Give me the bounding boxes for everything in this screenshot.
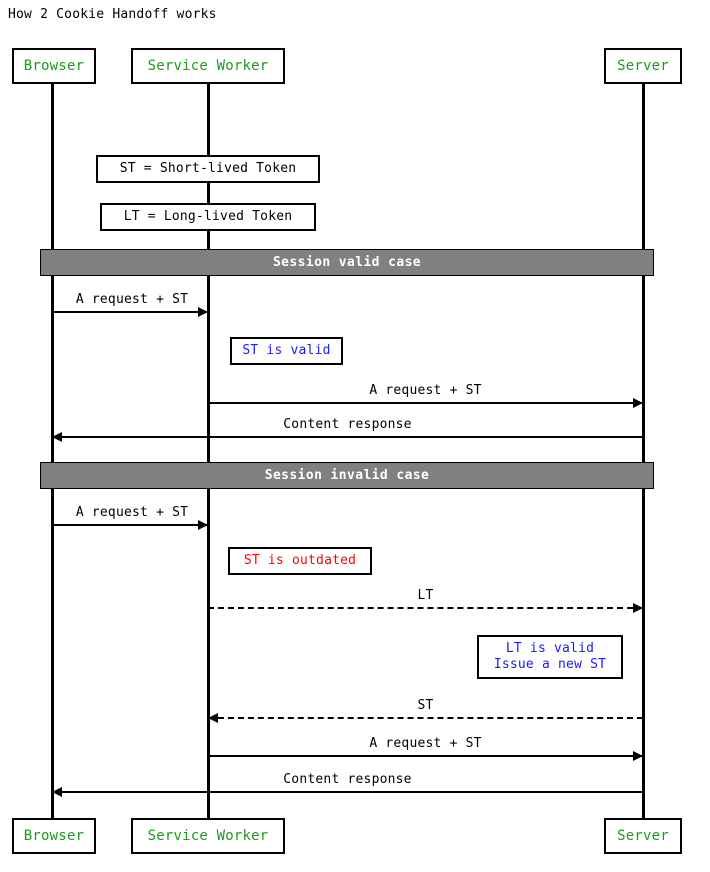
lifeline-browser (51, 84, 54, 818)
message-label: A request + ST (75, 292, 189, 307)
participant-server-top: Server (604, 48, 682, 84)
note-line: ST = Short-lived Token (119, 160, 297, 176)
arrow-head-left-icon (52, 787, 62, 797)
participant-server-bottom: Server (604, 818, 682, 854)
participant-worker-top: Service Worker (131, 48, 285, 84)
participant-browser-top: Browser (12, 48, 96, 84)
message-line (52, 524, 208, 526)
lifeline-worker (207, 84, 210, 818)
participant-label: Service Worker (147, 828, 269, 844)
arrow-head-right-icon (198, 307, 208, 317)
lifeline-server (642, 84, 645, 818)
message-label: A request + ST (75, 505, 189, 520)
arrow-head-right-icon (198, 520, 208, 530)
message-label: ST (417, 698, 434, 713)
arrow-head-right-icon (633, 751, 643, 761)
participant-label: Server (617, 58, 669, 74)
message-line (208, 607, 643, 609)
divider-session-invalid: Session invalid case (40, 462, 654, 489)
message-label: Content response (283, 772, 412, 787)
message-line (208, 402, 643, 404)
divider-label: Session valid case (272, 255, 422, 270)
divider-session-valid: Session valid case (40, 249, 654, 276)
message-label: A request + ST (369, 736, 482, 751)
message-line (52, 436, 643, 438)
participant-browser-bottom: Browser (12, 818, 96, 854)
message-line (52, 791, 643, 793)
participant-label: Service Worker (147, 58, 269, 74)
participant-label: Browser (23, 58, 85, 74)
arrow-head-right-icon (633, 603, 643, 613)
participant-worker-bottom: Service Worker (131, 818, 285, 854)
note-st-valid: ST is valid (230, 337, 343, 365)
message-line (208, 755, 643, 757)
message-label: A request + ST (369, 383, 482, 398)
message-line (208, 717, 643, 719)
message-label: LT (417, 588, 434, 603)
note-line: ST is outdated (243, 552, 357, 568)
note-lt-def: LT = Long-lived Token (100, 203, 316, 231)
message-line (52, 311, 208, 313)
participant-label: Browser (23, 828, 85, 844)
arrow-head-left-icon (52, 432, 62, 442)
note-line: LT = Long-lived Token (123, 208, 293, 224)
arrow-head-right-icon (633, 398, 643, 408)
note-line: LT is valid (505, 640, 595, 656)
note-st-outdated: ST is outdated (228, 547, 372, 575)
message-label: Content response (283, 417, 412, 432)
page-title: How 2 Cookie Handoff works (8, 7, 217, 22)
note-line: Issue a new ST (493, 657, 607, 672)
participant-label: Server (617, 828, 669, 844)
arrow-head-left-icon (208, 713, 218, 723)
note-line: ST is valid (242, 342, 331, 358)
note-st-def: ST = Short-lived Token (96, 155, 320, 183)
divider-label: Session invalid case (264, 468, 430, 483)
